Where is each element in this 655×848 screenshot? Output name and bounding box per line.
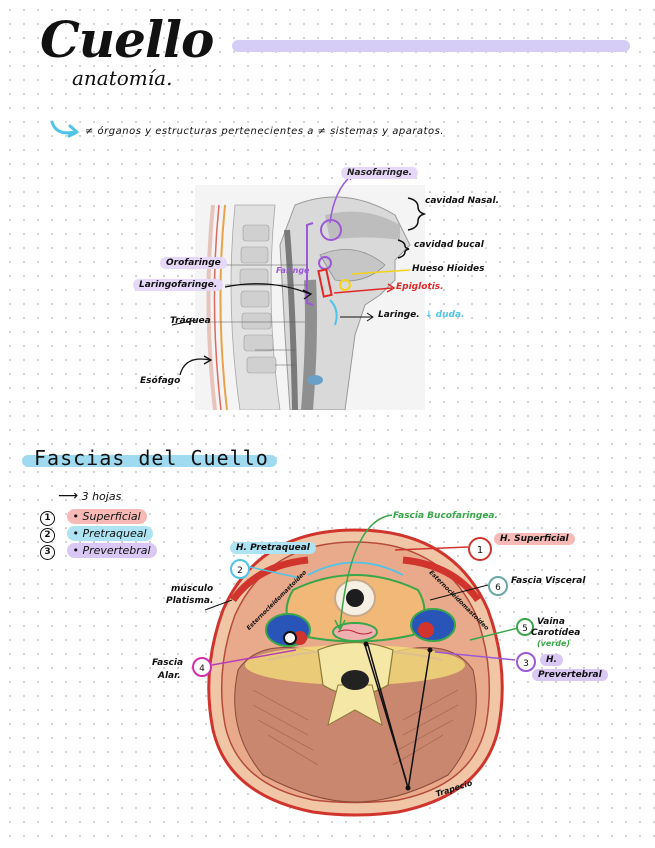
callout-number-5: 5 [522,624,528,634]
label-prevertebral: Prevertebral [532,669,608,681]
callout-circle-4: 4 [192,657,212,677]
label-orofaringe: Orofaringe [160,257,227,269]
label-musculo: músculo [171,584,214,594]
label-fascia-bucofaringea: Fascia Bucofaringea. [393,511,498,521]
callout-circle-6: 6 [488,576,508,596]
label-h-superficial: H. Superficial [494,533,575,545]
legend-label: • Superficial [66,509,147,524]
hojas-row: ⟶ 3 hojas [58,488,121,504]
label-vaina: Vaina [537,617,565,627]
label-fascia: Fascia [152,658,184,668]
label-h: H. [540,654,563,666]
page-title: Cuello [40,10,214,69]
label-alar: Alar. [158,671,181,681]
callout-circle-2: 2 [230,559,250,579]
label-faringe: Faringe [276,266,310,275]
sagittal-annotation-lines [171,171,427,376]
callout-number-6: 6 [495,583,501,593]
cyan-arrow-icon [50,120,79,138]
label-epiglotis: Epiglotis. [396,282,444,292]
label-h-pretraqueal: H. Pretraqueal [230,542,316,554]
callout-circle-1: 1 [468,537,492,561]
label-traquea: Tráquea [170,316,211,326]
title-underline-bar [232,40,630,52]
callout-circle-3: 3 [516,652,536,672]
callout-circle-5: 5 [516,618,534,636]
callout-number-4: 4 [199,664,205,674]
callout-number-1: 1 [477,545,483,556]
label-laringe: Laringe. [378,310,420,320]
label-cavidad-nasal: cavidad Nasal. [425,196,499,206]
legend-item-superficial: 1 • Superficial [40,509,147,526]
label-nasofaringe: Nasofaringe. [341,167,419,179]
legend-number: 2 [40,528,55,543]
cross-section-annotation-lines [204,514,519,666]
label-laringofaringe: Laringofaringe. [133,279,224,291]
label-cavidad-bucal: cavidad bucal [414,240,484,250]
section-title: Fascias del Cuello [34,446,269,470]
neck-cross-section-illustration [207,528,504,817]
label-fascia-visceral: Fascia Visceral [511,576,586,586]
label-laringe-note: ↓ duda. [425,310,465,320]
callout-number-3: 3 [523,659,529,669]
sagittal-neck-illustration [195,185,425,410]
section-title-bar [22,455,277,467]
label-esofago: Esófago [140,376,181,386]
label-verde: (verde) [537,639,571,648]
right-arrow-icon: ⟶ [58,488,79,504]
legend-item-pretraqueal: 2 • Pretraqueal [40,526,153,543]
hojas-label: 3 hojas [81,490,122,503]
legend-number: 3 [40,545,55,560]
label-carotidea: Carotídea [531,628,581,638]
legend-number: 1 [40,511,55,526]
label-platisma: Platisma. [166,596,214,606]
callout-number-2: 2 [237,566,243,576]
legend-item-prevertebral: 3 • Prevertebral [40,543,157,560]
intro-note: ≠ órganos y estructuras pertenecientes a… [85,126,444,137]
legend-label: • Prevertebral [66,543,157,558]
label-hueso-hioides: Hueso Hioides [412,264,485,274]
page-subtitle: anatomía. [72,66,173,90]
legend-label: • Pretraqueal [66,526,153,541]
